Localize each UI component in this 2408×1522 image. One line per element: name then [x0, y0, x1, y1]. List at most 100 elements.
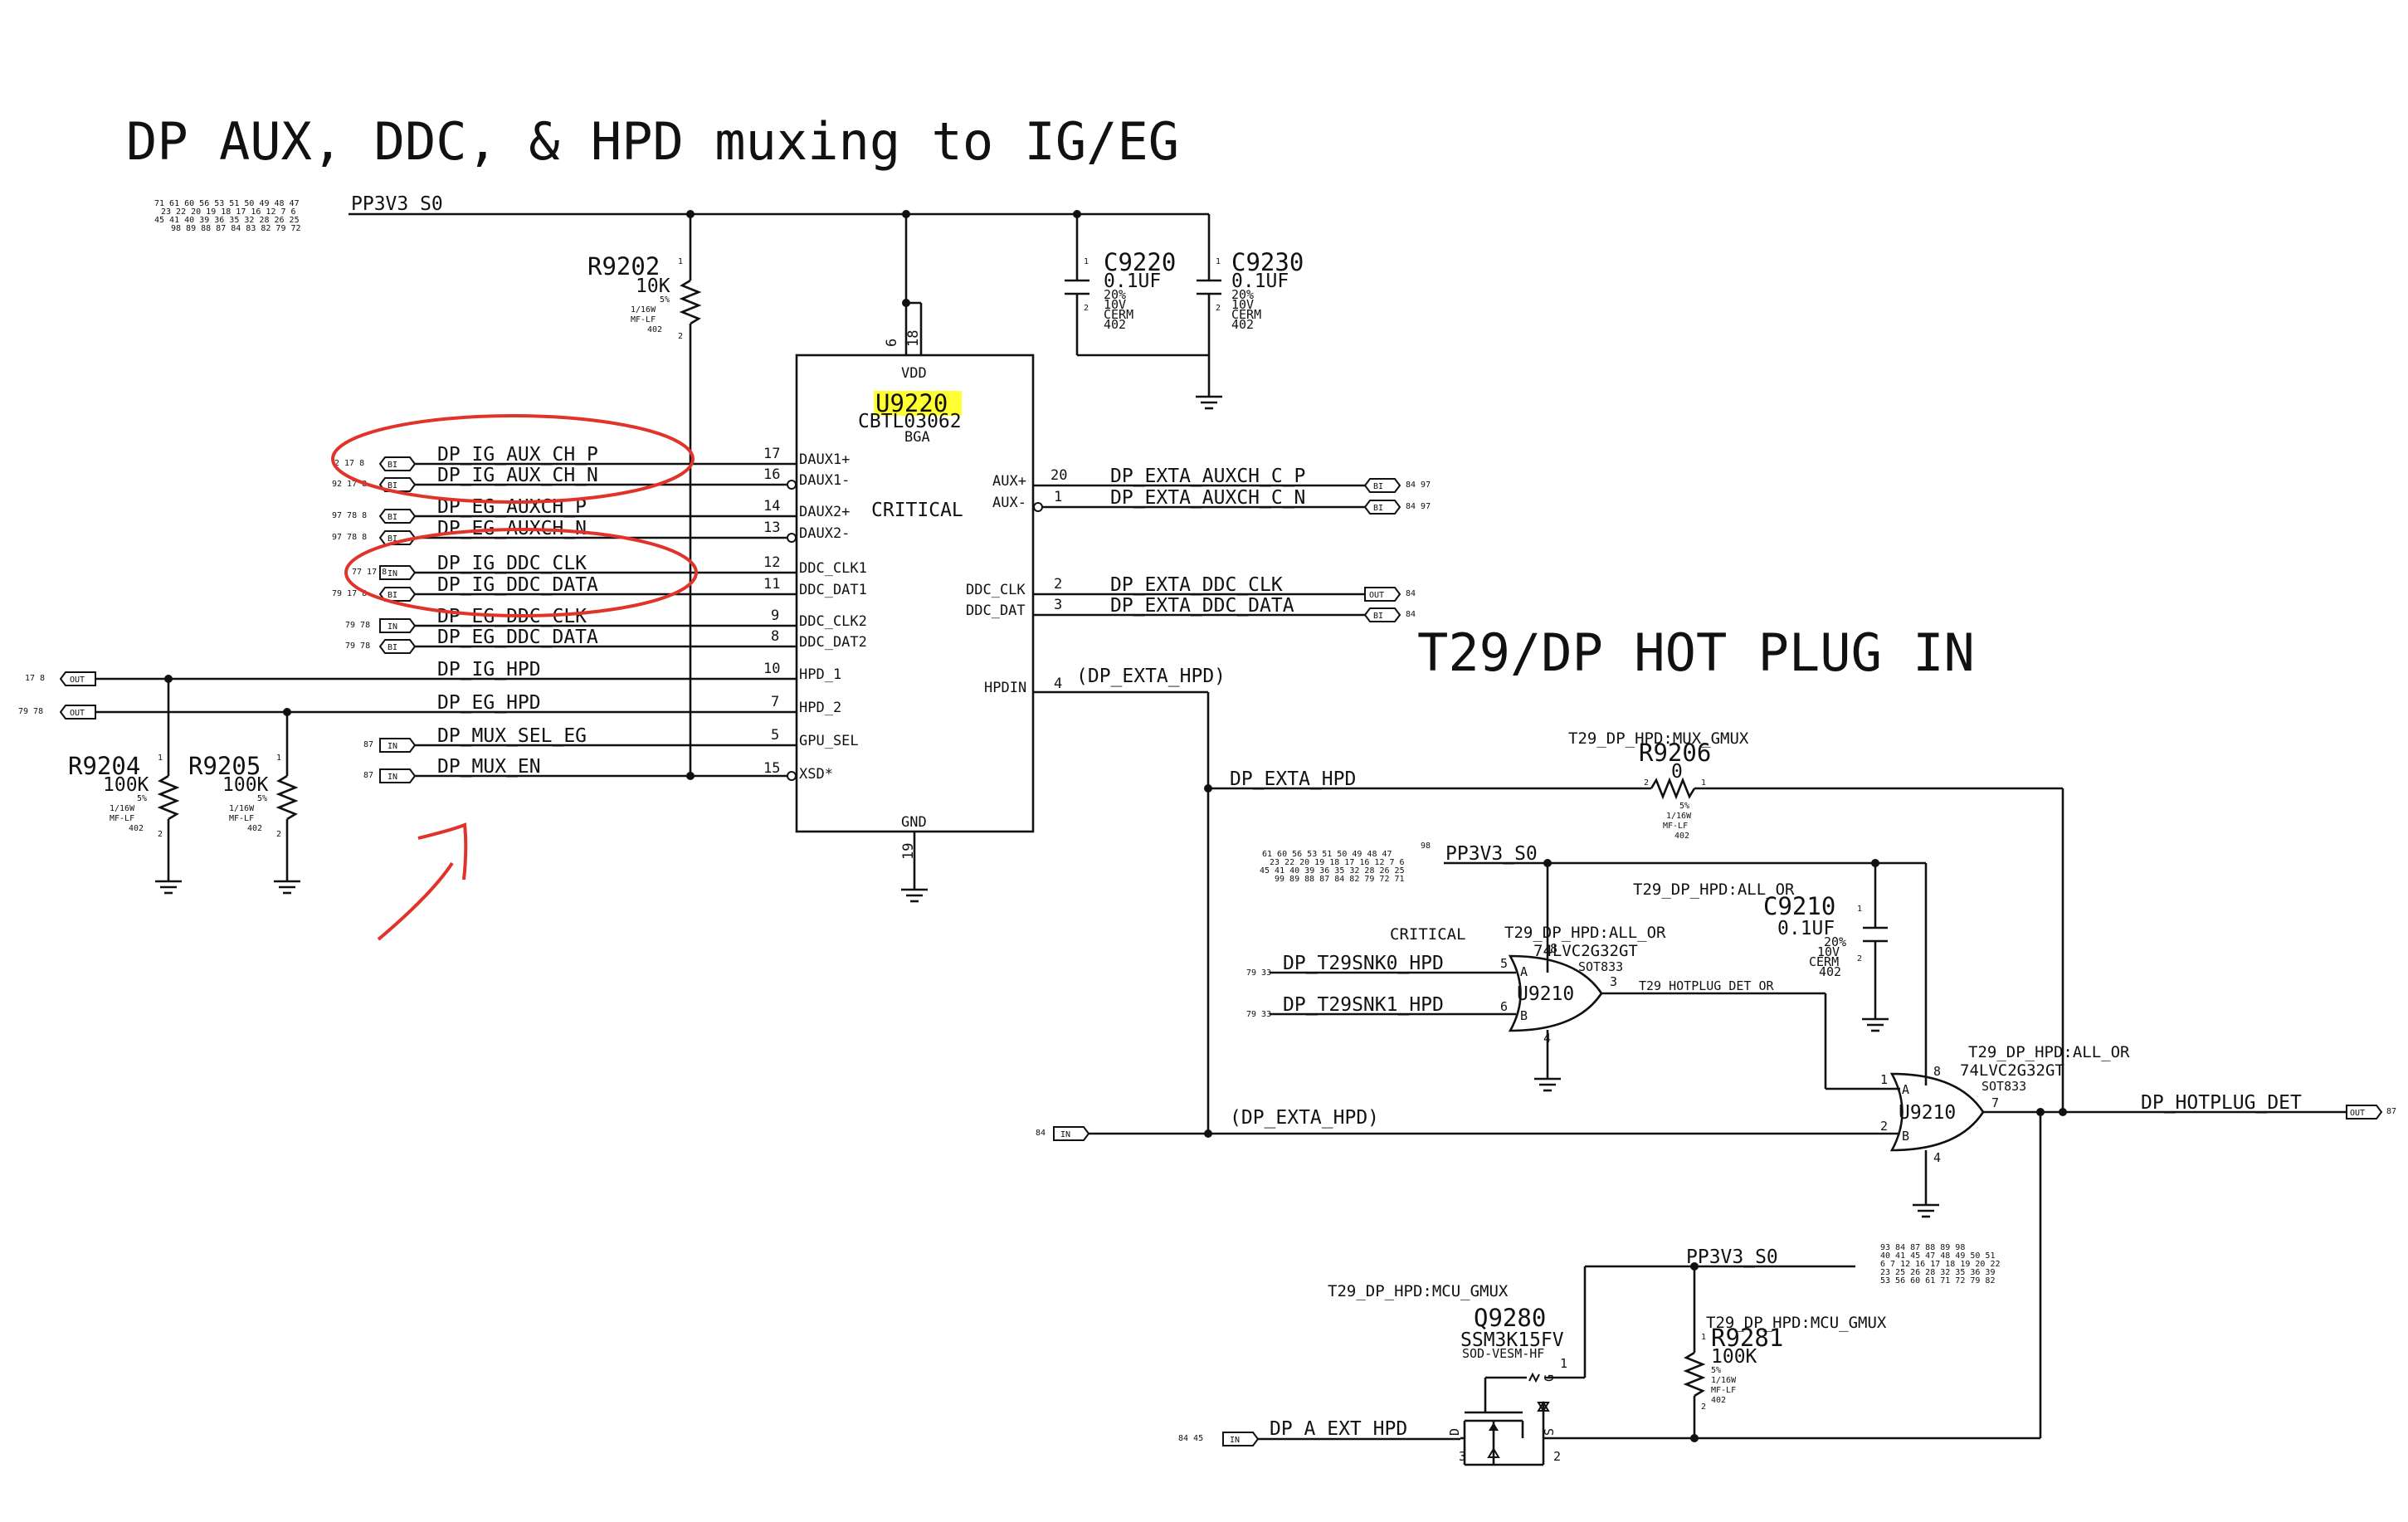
- net-dp-ig-hpd: DP_IG_HPD: [437, 659, 541, 681]
- resistor-r9202: R9202 1 10K 5% 1/16W MF-LF 402 2: [587, 214, 702, 780]
- pin-num: 5: [1500, 956, 1508, 971]
- net-dp-exta-auxch-c-p: DP_EXTA_AUXCH_C_P: [1110, 466, 1305, 487]
- left-net-labels: DP_IG_AUX_CH_P DP_IG_AUX_CH_N DP_EG_AUXC…: [437, 444, 598, 778]
- pin-num: 6: [1500, 999, 1508, 1014]
- u9220-left-pins: DAUX1+ DAUX1- DAUX2+ DAUX2- DDC_CLK1 DDC…: [763, 446, 867, 783]
- u9220-part: CBTL03062: [858, 411, 962, 432]
- pin-num: 16: [763, 466, 780, 483]
- port-type: IN: [1230, 1436, 1240, 1445]
- pin-name: DDC_DAT2: [799, 634, 867, 651]
- pin-num: 1: [1084, 257, 1089, 266]
- net-dp-ig-aux-ch-n: DP_IG_AUX_CH_N: [437, 465, 598, 486]
- rail-pp3v3-s0-2: PP3V3_S0 98 61 60 56 53 51 50 49 48 47 2…: [1260, 841, 1926, 884]
- port-connector-icon: OUT 17 8: [25, 671, 96, 686]
- q9280-part: SSM3K15FV: [1460, 1329, 1564, 1351]
- port-connector-icon: IN 87: [363, 738, 417, 753]
- hpdin-net-label: (DP_EXTA_HPD): [1076, 666, 1226, 687]
- u9210a-tag: T29_DP_HPD:ALL_OR: [1504, 924, 1666, 942]
- pin-num: 17: [763, 446, 780, 462]
- pin-name: DDC_CLK2: [799, 613, 867, 630]
- port-refs: 77 17 8: [352, 568, 387, 577]
- port-type: IN: [1060, 1130, 1070, 1139]
- c9220-ref: C9220: [1104, 248, 1176, 276]
- pin-name: G: [1542, 1374, 1557, 1382]
- port-refs: 87: [2386, 1107, 2396, 1116]
- q9280-pkg: SOD-VESM-HF: [1462, 1346, 1544, 1361]
- pin-name: DDC_CLK1: [799, 560, 867, 577]
- pin-num: 1: [1560, 1356, 1567, 1371]
- inversion-bubble: [787, 771, 797, 781]
- port-refs: 79 78: [345, 641, 370, 651]
- u9210a-pkg: SOT833: [1578, 959, 1623, 974]
- critical-label: CRITICAL: [871, 500, 963, 521]
- net-dp-eg-ddc-data: DP_EG_DDC_DATA: [437, 627, 598, 648]
- pin-name: A: [1520, 964, 1528, 979]
- rail-ref: 23 22 20 19 18 17 16 12 7 6: [161, 207, 296, 217]
- q9280-tag: T29_DP_HPD:MCU_GMUX: [1328, 1282, 1509, 1300]
- port-refs: 79 78: [345, 621, 370, 630]
- pin-num: 10: [763, 661, 780, 677]
- c9210-tag: T29_DP_HPD:ALL_OR: [1633, 881, 1795, 899]
- port-refs: 84: [1036, 1129, 1046, 1138]
- spec: 5%: [1679, 802, 1689, 811]
- left-net-wires: [95, 462, 797, 778]
- pin-num: 7: [1991, 1095, 1999, 1110]
- pin-num: 1: [158, 754, 163, 763]
- pin-num: 1: [1054, 489, 1062, 505]
- spec: MF-LF: [229, 814, 254, 823]
- resistor-r9206: T29_DP_HPD:MUX_GMUX R9206 0 2 1 5% 1/16W…: [1568, 729, 1749, 841]
- rail-ref: 23 25 26 28 32 35 36 39: [1880, 1268, 1995, 1277]
- pin-num: 3: [1610, 974, 1617, 989]
- pin-num: 14: [763, 498, 780, 515]
- pin-name: B: [1902, 1129, 1909, 1144]
- port-connector-icon: IN 77 17 8: [352, 565, 417, 580]
- c9210-ref: C9210: [1763, 892, 1835, 920]
- rail-ref: 53 56 60 61 71 72 79 82: [1880, 1276, 1995, 1285]
- c9230-value: 0.1UF: [1231, 271, 1289, 292]
- pin-name: D: [1447, 1428, 1462, 1436]
- pin-num: 12: [763, 554, 780, 571]
- pin-num: 3: [1459, 1449, 1466, 1464]
- top-rail-name: PP3V3_S0: [351, 193, 443, 215]
- net-dp-t29snk0-hpd: DP_T29SNK0_HPD: [1283, 953, 1444, 974]
- spec: 20%: [1824, 934, 1846, 949]
- spec: 402: [647, 325, 662, 334]
- port-refs: 84 45: [1178, 1434, 1203, 1443]
- port-refs: 87: [363, 771, 373, 780]
- spec: CERM: [1104, 307, 1133, 322]
- junction-dot: [902, 299, 910, 307]
- net-dp-ig-ddc-clk: DP_IG_DDC_CLK: [437, 553, 587, 574]
- pin-num: 1: [276, 754, 281, 763]
- spec: 402: [1104, 317, 1126, 332]
- port-connector-icon: BI 79 78: [345, 639, 417, 654]
- junction-dot: [2059, 1108, 2067, 1116]
- pin-name: DDC_DAT: [966, 602, 1026, 619]
- spec: 402: [1231, 317, 1254, 332]
- pin-num: 19: [900, 843, 917, 860]
- pin-num: 1: [1701, 778, 1706, 788]
- vdd-label: VDD: [901, 365, 927, 382]
- r9205-value: 100K: [222, 774, 269, 796]
- pin-num: 18: [905, 330, 922, 347]
- rail-pp3v3-s0-3: PP3V3_S0 93 84 87 88 89 98 40 41 45 47 4…: [1686, 1243, 2001, 1285]
- right-nets: DP_EXTA_AUXCH_C_P DP_EXTA_AUXCH_C_N DP_E…: [1033, 466, 1431, 622]
- spec: MF-LF: [1663, 822, 1688, 831]
- pin-name: HPD_1: [799, 666, 841, 683]
- gnd-label: GND: [901, 814, 927, 831]
- pin-num: 1: [1216, 257, 1221, 266]
- u9210b-or-gate: U9210 A B T29_DP_HPD:ALL_OR 74LVC2G32GT …: [1880, 1043, 2130, 1165]
- pin-num: 2: [1701, 1402, 1706, 1412]
- r9202-value: 10K: [636, 276, 670, 297]
- spec: 1/16W: [1711, 1376, 1737, 1385]
- net-dp-exta-hpd-2: (DP_EXTA_HPD): [1230, 1107, 1379, 1129]
- pin-num: 2: [678, 332, 683, 341]
- hotplug-title: T29/DP HOT PLUG IN: [1417, 622, 1975, 683]
- spec: 402: [1674, 832, 1689, 841]
- net-dp-hotplug-det: DP_HOTPLUG_DET: [2141, 1092, 2302, 1114]
- rail-ref: 23 22 20 19 18 17 16 12 7 6: [1270, 858, 1405, 867]
- port-type: BI: [1373, 504, 1383, 513]
- u9210b-pkg: SOT833: [1981, 1079, 2026, 1094]
- spec: 10V: [1231, 297, 1254, 312]
- pin-name: HPDIN: [984, 680, 1026, 696]
- capacitor-c9220: C9220 1 0.1UF 20% 10V CERM 402 2: [1065, 214, 1176, 355]
